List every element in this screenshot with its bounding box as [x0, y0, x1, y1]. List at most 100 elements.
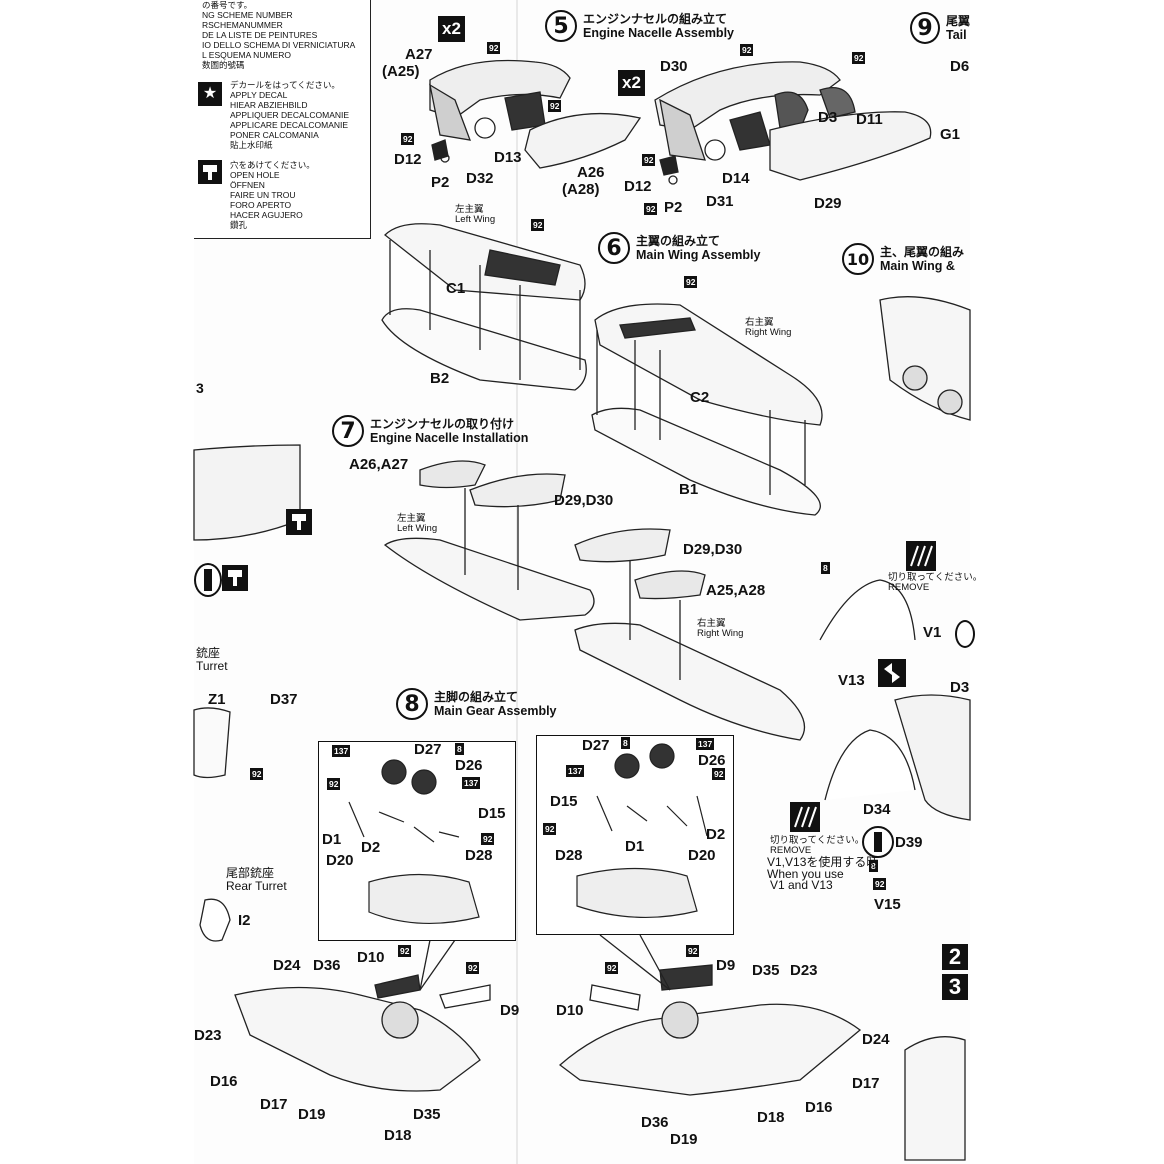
alternate-parts-icon: [878, 659, 906, 687]
part-label: D11: [856, 111, 883, 128]
part-label: Z1: [208, 691, 226, 708]
legend-scheme-line: IO DELLO SCHEMA DI VERNICIATURA: [202, 40, 356, 50]
part-label: D17: [260, 1096, 288, 1113]
step-title-jp: 尾翼: [945, 14, 970, 28]
step-2-fragment: 2: [942, 944, 968, 970]
part-label: D15: [550, 793, 578, 810]
step-title-en: Main Wing Assembly: [636, 248, 761, 262]
step-number: 5: [545, 10, 577, 42]
part-label: D15: [478, 805, 506, 822]
paint-tag: 92: [401, 133, 415, 145]
rear-turret-label-jp: 尾部銃座: [226, 866, 275, 880]
drill-hole-icon: [198, 160, 222, 184]
part-label: D35: [413, 1106, 441, 1123]
part-label: D19: [298, 1106, 326, 1123]
part-label: I2: [238, 912, 251, 929]
part-label: D10: [357, 949, 385, 966]
part-label: D26: [698, 752, 726, 769]
quantity-badge: x2: [438, 16, 465, 42]
part-label: D31: [706, 193, 734, 210]
quantity-badge: x2: [618, 70, 645, 96]
step-number: 8: [396, 688, 428, 720]
right-wing-label-en: Right Wing: [697, 628, 744, 639]
paint-tag: 92: [543, 823, 557, 835]
part-label: D20: [688, 847, 716, 864]
part-label: P2: [664, 199, 683, 216]
part-label: V15: [874, 896, 901, 913]
part-label: D14: [722, 170, 750, 187]
part-label: (A28): [562, 181, 600, 198]
paint-tag: 92: [250, 768, 264, 780]
part-label: D28: [555, 847, 583, 864]
use-note-en: V1 and V13: [770, 878, 833, 892]
part-label: D1: [322, 831, 342, 848]
use-note-en: When you use: [767, 867, 844, 881]
option-one-icon: [862, 826, 894, 858]
paint-tag: 92: [466, 962, 480, 974]
rear-turret-label-en: Rear Turret: [226, 879, 287, 893]
part-label: D27: [582, 737, 610, 754]
option-one-icon: [194, 563, 222, 597]
paint-tag-137: 137: [462, 777, 481, 789]
step-number: 7: [332, 415, 364, 447]
option-one-icon: [955, 620, 975, 648]
part-label: D30: [660, 58, 688, 75]
part-label: D2: [361, 839, 381, 856]
part-label: A26: [577, 164, 605, 181]
remove-label-en: REMOVE: [770, 845, 812, 856]
part-label: V1: [923, 624, 942, 641]
paint-tag: 92: [740, 44, 754, 56]
step-title-jp: 主、尾翼の組み: [880, 245, 965, 259]
legend-scheme-line: L ESQUEMA NUMERO: [202, 50, 291, 60]
drill-hole-icon: [222, 565, 248, 591]
part-label: D24: [273, 957, 301, 974]
part-label: D36: [313, 957, 341, 974]
step-3-fragment: 3: [942, 974, 968, 1000]
left-wing-label-en: Left Wing: [397, 523, 438, 534]
step-number: 6: [598, 232, 630, 264]
part-label: D19: [670, 1131, 698, 1148]
cut-remove-icon: [906, 541, 936, 571]
remove-label-jp: 切り取ってください。: [888, 572, 983, 583]
step-title-jp: 主翼の組み立て: [636, 234, 721, 248]
part-label: G1: [940, 126, 961, 143]
part-label: D17: [852, 1075, 880, 1092]
part-label: D24: [862, 1031, 890, 1048]
paint-tag-8: 8: [869, 860, 878, 872]
right-wing-label-jp: 右主翼: [697, 618, 726, 629]
part-label: (A25): [382, 63, 420, 80]
paint-tag: 92: [531, 219, 545, 231]
paint-tag: 92: [481, 833, 495, 845]
paint-tag-137: 137: [696, 738, 715, 750]
turret-label-en: Turret: [196, 659, 228, 673]
legend-scheme-line: の番号です。: [202, 0, 253, 10]
part-label: P2: [431, 174, 450, 191]
part-label: D29,D30: [683, 541, 743, 558]
step-title-en: Main Wing &: [880, 259, 955, 273]
step-title-jp: エンジンナセルの取り付け: [370, 417, 515, 431]
part-label: D29,D30: [554, 492, 614, 509]
part-label: D18: [757, 1109, 785, 1126]
step-3-fragment: 3: [196, 380, 204, 396]
paint-tag-137: 137: [566, 765, 585, 777]
paint-tag: 92: [398, 945, 412, 957]
legend-decal-group: デカールをはってください。 APPLY DECAL HIEAR ABZIEHBI…: [230, 80, 350, 150]
part-label: A26,A27: [349, 456, 409, 473]
use-note-jp: V1,V13を使用する時: [767, 855, 879, 869]
turret-label-jp: 銃座: [196, 646, 221, 660]
left-wing-label-jp: 左主翼: [455, 204, 484, 215]
star-decal-icon: ★: [198, 82, 222, 106]
part-label: D37: [270, 691, 298, 708]
part-label: D2: [706, 826, 726, 843]
part-label: B2: [430, 370, 450, 387]
part-label: D12: [394, 151, 422, 168]
part-label: D9: [500, 1002, 520, 1019]
part-label: D35: [752, 962, 780, 979]
part-label: D20: [326, 852, 354, 869]
paint-tag: 92: [686, 945, 700, 957]
